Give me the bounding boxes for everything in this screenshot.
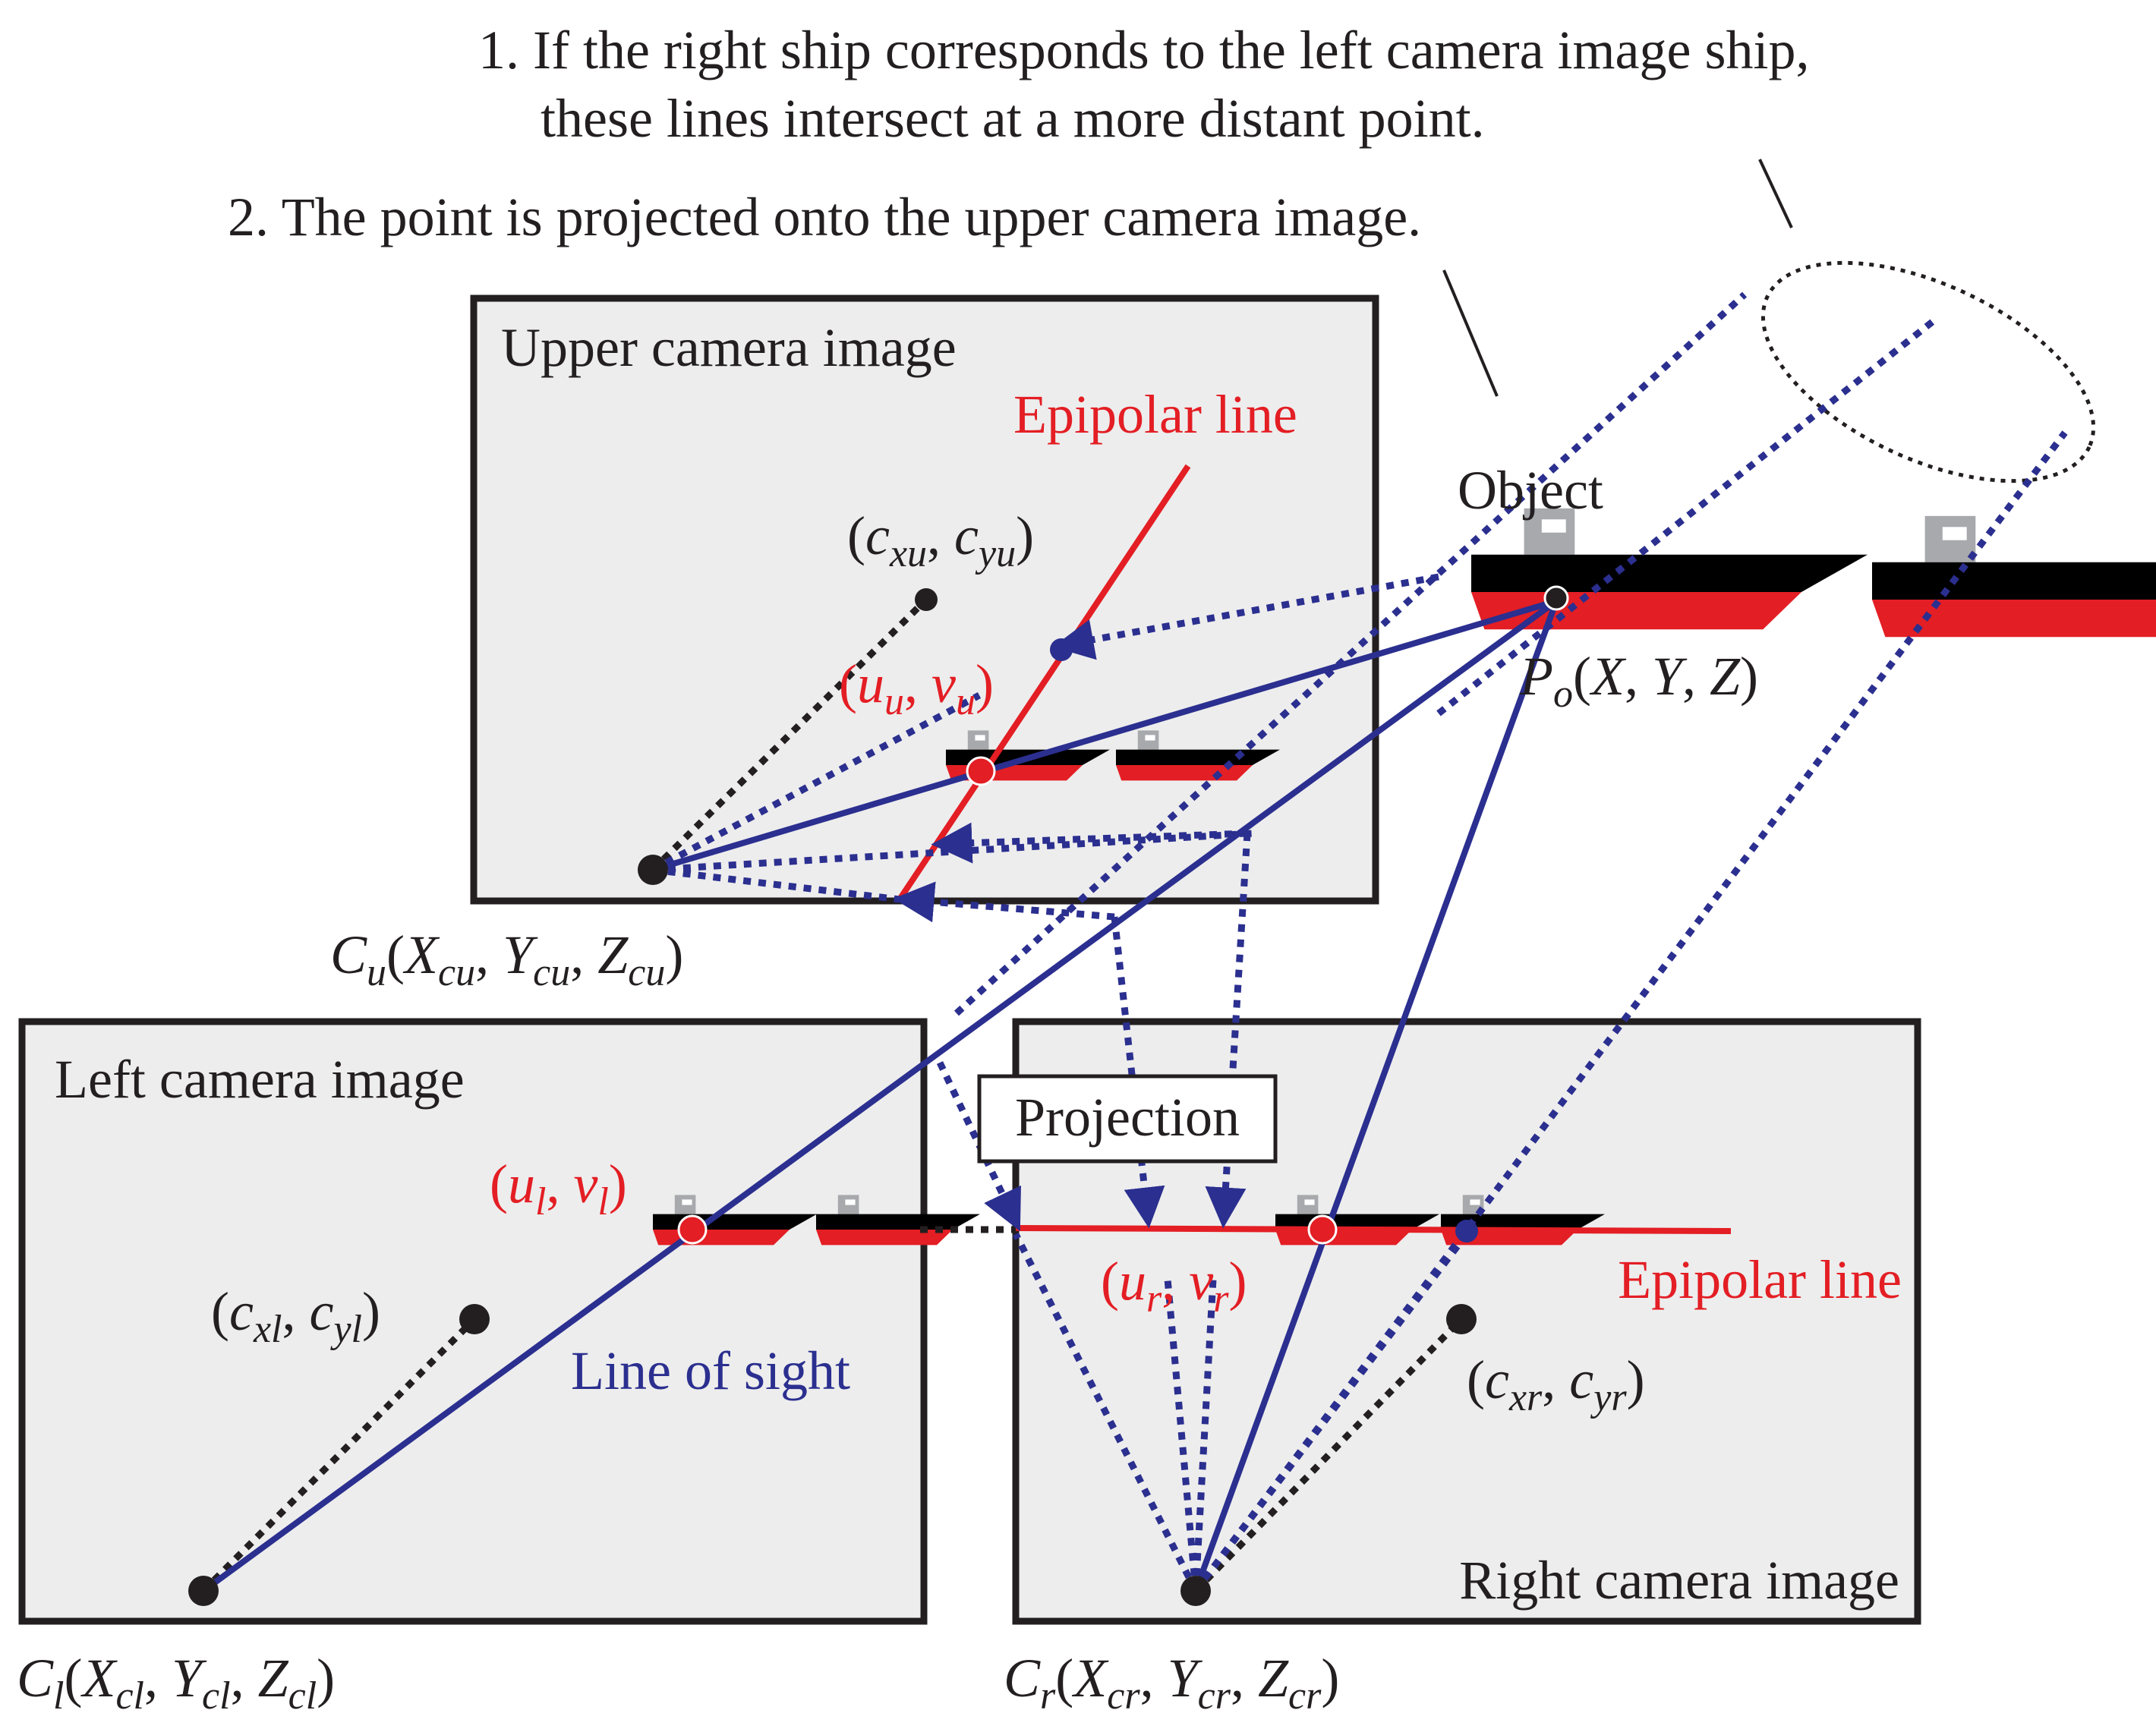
upper-principal-point xyxy=(915,588,938,611)
line-of-sight-label: Line of sight xyxy=(571,1340,850,1401)
left-line-of-sight xyxy=(200,598,1559,1594)
right-image-point xyxy=(1307,1214,1338,1245)
projection-label: Projection xyxy=(1015,1087,1240,1148)
upper-camera-center xyxy=(638,855,668,885)
proj-arrow-mid xyxy=(1111,916,1165,1229)
left-image-point xyxy=(677,1214,708,1245)
right-principal-point xyxy=(1446,1304,1477,1334)
left-panel-title: Left camera image xyxy=(55,1049,465,1110)
note-1-line-2: these lines intersect at a more distant … xyxy=(541,88,1485,149)
right-principal-label: (cxr, cyr) xyxy=(1467,1350,1645,1419)
right-camera-center xyxy=(1180,1576,1211,1606)
left-dotted-ray-far xyxy=(953,291,1748,1016)
intersection-ellipse xyxy=(1760,260,2096,483)
proj-arrow-upper-c xyxy=(893,881,1115,923)
upper-panel-title: Upper camera image xyxy=(501,317,957,378)
right-epipolar-line xyxy=(1015,1225,1732,1234)
projection-box xyxy=(977,1074,1278,1164)
right-panel-title: Right camera image xyxy=(1459,1550,1899,1611)
projected-point-upper xyxy=(1050,638,1073,661)
object-label: Object xyxy=(1458,460,1603,521)
left-camera-label: Cl(Xcl, Ycl, Zcl) xyxy=(17,1648,335,1718)
ship-distant xyxy=(1872,515,2156,638)
right-dotted-ray-b xyxy=(1164,1278,1199,1592)
right-epipolar-label: Epipolar line xyxy=(1618,1249,1902,1310)
right-camera-label: Cr(Xcr, Ycr, Zcr) xyxy=(1004,1648,1339,1718)
upper-dotted-ray-c xyxy=(652,866,900,903)
left-principal-point xyxy=(459,1304,490,1334)
upper-camera-label: Cu(Xcu, Ycu, Zcu) xyxy=(330,924,683,994)
upper-principal-dotted xyxy=(650,597,929,873)
note1-leader xyxy=(1758,159,1793,228)
right-image-point-2 xyxy=(1455,1220,1478,1242)
upper-principal-label: (cxu, cyu) xyxy=(847,505,1034,575)
object-point xyxy=(1543,585,1569,611)
proj-arrow-upper-b xyxy=(931,822,1248,864)
note-1-line-1: 1. If the right ship corresponds to the … xyxy=(478,20,1810,80)
right-dotted-ray-c xyxy=(1192,1278,1217,1592)
note2-leader xyxy=(1442,269,1499,397)
right-dotted-ray-far xyxy=(1193,430,2068,1593)
upper-image-point xyxy=(966,756,996,786)
upper-line-of-sight xyxy=(650,598,1559,873)
proj-arrow-to-upper xyxy=(1052,573,1439,660)
right-principal-dotted xyxy=(1193,1316,1464,1594)
right-line-of-sight xyxy=(1193,598,1559,1594)
object-point-label: Po(X, Y, Z) xyxy=(1519,646,1758,716)
right-dotted-ray-a xyxy=(1012,1232,1199,1593)
upper-dotted-ray-a xyxy=(651,692,982,873)
right-image-point-label: (ur, vr) xyxy=(1101,1251,1247,1321)
note-2: 2. The point is projected onto the upper… xyxy=(228,187,1421,247)
upper-epipolar-label: Epipolar line xyxy=(1013,384,1297,445)
left-principal-dotted xyxy=(200,1316,478,1594)
left-camera-center xyxy=(188,1576,219,1606)
upper-image-point-label: (uu, vu) xyxy=(839,653,994,723)
